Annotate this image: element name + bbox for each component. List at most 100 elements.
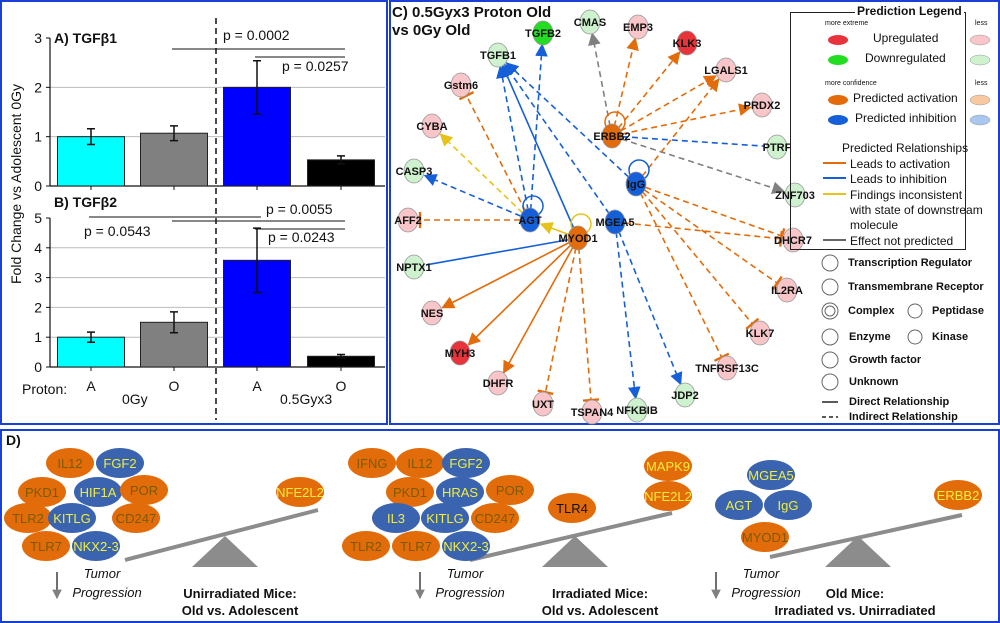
bubble-label-hif1a: HIF1A xyxy=(80,485,117,500)
bubble-kitlg xyxy=(48,503,96,533)
bubble-label-fgf2: FGF2 xyxy=(449,456,482,471)
panel-c-title-2: vs 0Gy Old xyxy=(392,22,471,39)
node-dhcr7-shape xyxy=(782,227,804,253)
node-tnfrsf13c-label: TNFRSF13C xyxy=(695,363,759,375)
node-aff2-shape xyxy=(397,207,419,233)
error-bar xyxy=(337,353,345,359)
node-klk7-label: KLK7 xyxy=(746,328,775,340)
bubble-nfe2l2 xyxy=(644,481,692,511)
tumor-label: Tumor xyxy=(447,566,484,581)
complex-icon xyxy=(821,302,839,320)
bubble-il3 xyxy=(372,503,420,533)
edge-ERBB2-EMP3 xyxy=(611,37,639,137)
bubble-il12 xyxy=(46,448,94,478)
edge-IgG-KLK7 xyxy=(635,183,760,330)
node-znf703-label: ZNF703 xyxy=(775,190,815,202)
error-bar xyxy=(170,311,178,334)
legend-leads-activation: Leads to activation xyxy=(850,157,951,171)
panel-d-label: D) xyxy=(6,432,21,448)
bubble-agt xyxy=(715,490,763,520)
node-dhfr-label: DHFR xyxy=(483,378,514,390)
legend-shape-peptidase: Peptidase xyxy=(932,305,984,317)
group-label-0gy: 0Gy xyxy=(122,391,148,407)
edge-MYOD1-TGFB1 xyxy=(501,64,579,239)
transmembrane-receptor-icon xyxy=(821,278,839,296)
legend-more-extreme: more extreme xyxy=(825,20,869,27)
legend-swatch-strong xyxy=(828,115,848,125)
chart-a-title: A) TGFβ1 xyxy=(54,30,117,46)
edge-AGT-CASP3 xyxy=(423,174,531,221)
legend-shape-growth-factor: Growth factor xyxy=(849,354,922,366)
node-igg-label: IgG xyxy=(627,179,645,191)
bubble-mapk9 xyxy=(644,451,692,481)
legend-less: less xyxy=(975,20,988,27)
bubble-label-pkd1: PKD1 xyxy=(25,485,59,500)
node-cmas-label: CMAS xyxy=(574,17,606,29)
edge-IgG-LGALS1 xyxy=(635,78,720,185)
seesaw-beam xyxy=(469,511,673,562)
bubble-label-nkx2-3: NKX2-3 xyxy=(443,539,489,554)
bubble-label-cd247: CD247 xyxy=(475,511,515,526)
bubble-label-erbb2: ERBB2 xyxy=(937,488,980,503)
edge-MYOD1-NES xyxy=(441,237,579,309)
transcription-regulator-icon xyxy=(821,254,839,272)
node-igg-shape xyxy=(625,171,647,197)
node-prdx2-label: PRDX2 xyxy=(744,100,781,112)
y-tick-label: 3 xyxy=(34,30,42,46)
node-lgals1-label: LGALS1 xyxy=(704,65,747,77)
seesaw-beam xyxy=(769,513,963,559)
bubble-label-kitlg: KITLG xyxy=(426,511,464,526)
legend-downregulated: Downregulated xyxy=(865,51,946,65)
bubble-pkd1 xyxy=(386,477,434,507)
edge-ERBB2-PRDX2 xyxy=(611,103,752,137)
bubble-nkx2-3 xyxy=(442,531,490,561)
node-cmas-shape xyxy=(579,9,601,35)
legend-swatch-weak xyxy=(969,114,991,126)
bubble-fgf2 xyxy=(96,448,144,478)
node-dhcr7-label: DHCR7 xyxy=(774,235,812,247)
bubble-por xyxy=(486,475,534,505)
legend-indirect: Indirect Relationship xyxy=(849,411,958,423)
legend-predicted-inhibition: Predicted inhibition xyxy=(855,111,957,125)
bubble-label-fgf2: FGF2 xyxy=(103,456,136,471)
y-tick-label: 5 xyxy=(34,210,42,226)
bubble-label-mgea5: MGEA5 xyxy=(748,468,794,483)
node-jdp2-shape xyxy=(674,382,696,408)
progression-label: Progression xyxy=(435,585,504,600)
node-emp3-label: EMP3 xyxy=(623,22,653,34)
legend-swatch-weak xyxy=(969,94,991,106)
node-uxt-label: UXT xyxy=(532,399,554,411)
scale-caption-2: Old vs. Adolescent xyxy=(542,603,659,618)
bubble-hras xyxy=(436,477,484,507)
node-myh3-shape xyxy=(449,340,471,366)
bubble-label-kitlg: KITLG xyxy=(53,511,91,526)
x-tick-label: A xyxy=(252,378,262,394)
legend-inconsistent-1: Findings inconsistent xyxy=(850,188,963,202)
edge-AGT-CYBA xyxy=(439,133,531,221)
scale-caption-1: Unirradiated Mice: xyxy=(183,586,296,601)
edge-IgG-TNFRSF13C xyxy=(635,183,730,362)
bubble-label-il12: IL12 xyxy=(407,456,432,471)
node-myod1-label: MYOD1 xyxy=(558,233,597,245)
y-axis-label: Fold Change vs Adolescent 0Gy xyxy=(8,83,24,284)
legend-swatch-weak xyxy=(969,34,991,46)
fulcrum xyxy=(192,536,258,567)
node-tnfrsf13c-shape xyxy=(716,355,738,381)
bubble-label-tlr7: TLR7 xyxy=(400,539,432,554)
bubble-label-tlr2: TLR2 xyxy=(12,511,44,526)
edge-ERBB2-ZNF703 xyxy=(611,135,786,194)
legend-leads-inhibition: Leads to inhibition xyxy=(850,172,947,186)
bubble-label-tlr2: TLR2 xyxy=(350,539,382,554)
edge-MGEA5-TGFB1 xyxy=(503,63,616,223)
bubble-cd247 xyxy=(112,503,160,533)
legend-shape-kinase: Kinase xyxy=(932,331,969,343)
node-tspan4-label: TSPAN4 xyxy=(571,407,614,419)
tumor-label: Tumor xyxy=(743,566,780,581)
fulcrum xyxy=(825,536,891,567)
legend-shape-complex: Complex xyxy=(848,305,895,317)
edge-MYOD1-MYH3 xyxy=(467,237,579,346)
node-tgfb2-shape xyxy=(532,20,554,46)
node-agt-label: AGT xyxy=(518,215,542,227)
bubble-ifng xyxy=(348,448,396,478)
p-value-label: p = 0.0543 xyxy=(84,223,151,239)
